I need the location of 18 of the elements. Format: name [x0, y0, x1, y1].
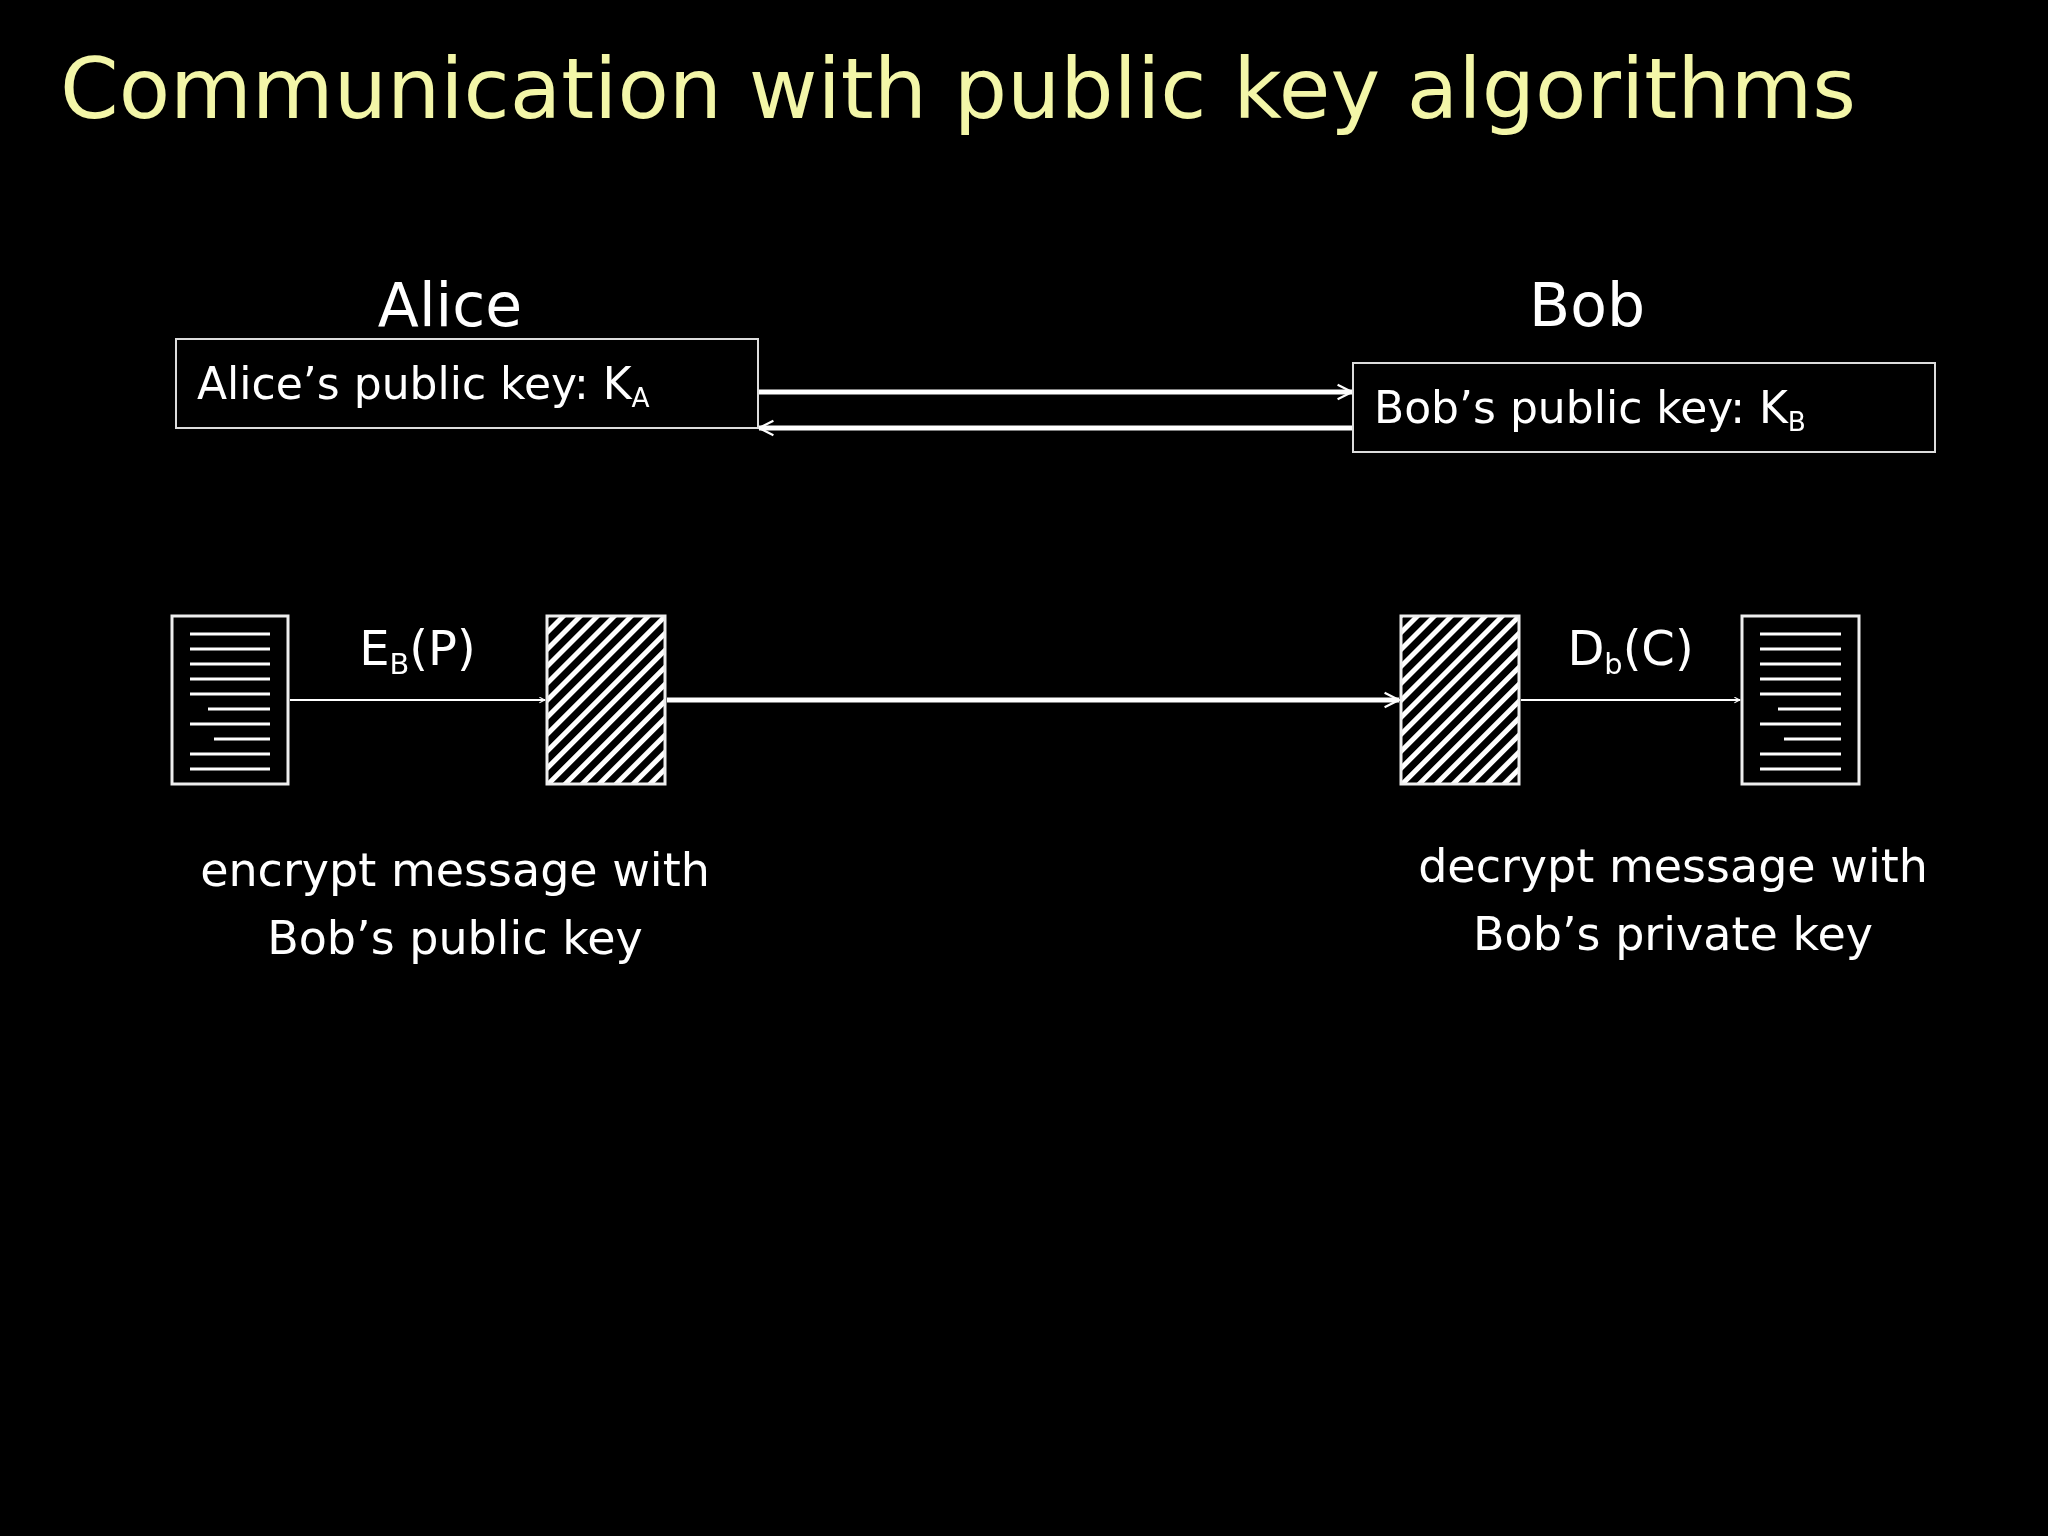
person-name: Bob — [1529, 270, 1645, 340]
edge-label: D$_{b}$(C) — [1567, 620, 1694, 676]
encrypted-document-icon — [1399, 614, 1521, 786]
slide-title: Communication with public key algorithms — [60, 40, 1857, 138]
caption: encrypt message with Bob’s public key — [199, 842, 711, 967]
edge-label: E$_{B}$(P) — [359, 620, 476, 676]
arrow — [667, 691, 1401, 709]
encrypted-document-icon — [545, 614, 667, 786]
arrow — [757, 419, 1352, 437]
person-name: Alice — [377, 270, 523, 340]
arrow — [759, 383, 1354, 401]
arrow — [289, 696, 546, 704]
key-box: Bob’s public key: K$_{B}$ — [1352, 362, 1936, 453]
document-icon — [170, 614, 290, 786]
key-box: Alice’s public key: K$_{A}$ — [175, 338, 759, 429]
document-icon — [1740, 614, 1861, 786]
arrow — [1520, 696, 1741, 704]
caption: decrypt message with Bob’s private key — [1417, 838, 1929, 963]
